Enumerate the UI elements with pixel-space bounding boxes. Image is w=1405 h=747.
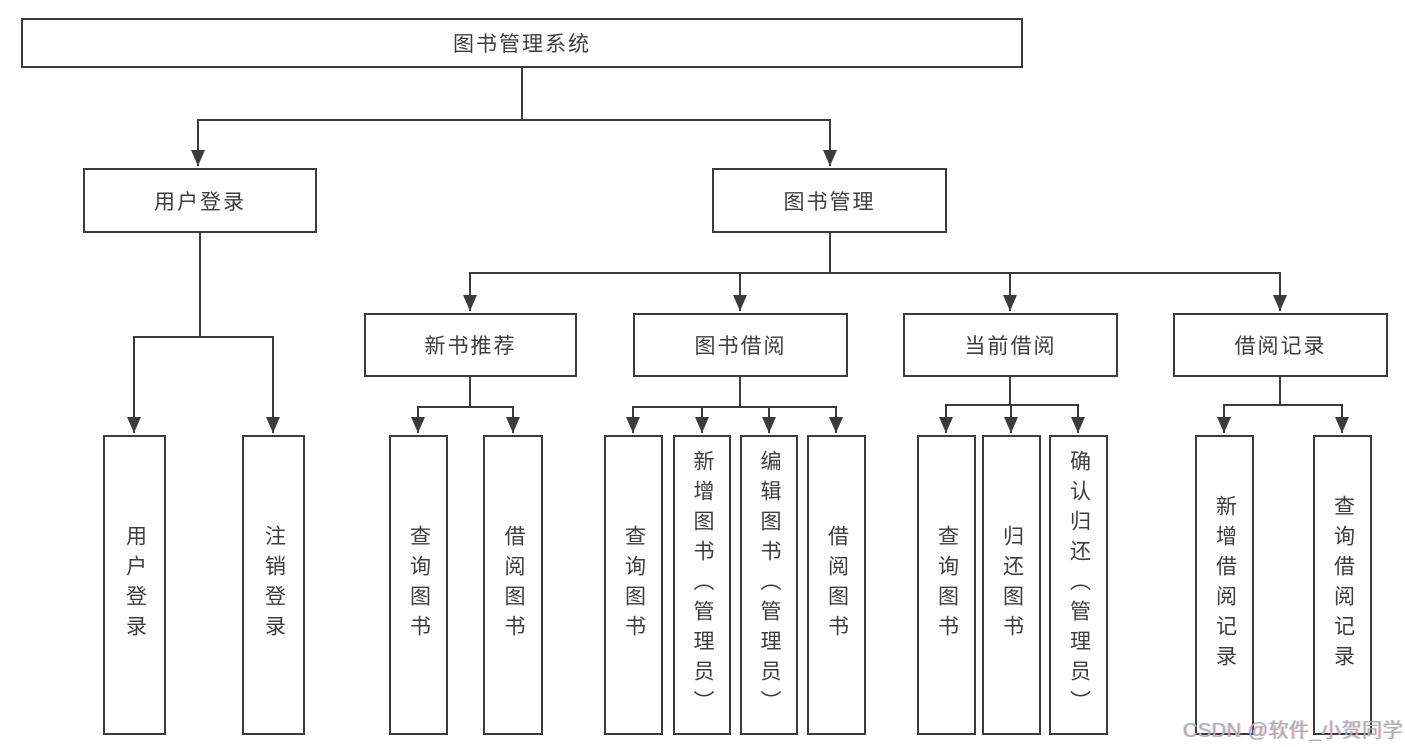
leaf-borrow-books-label: 借阅图书 [825, 525, 849, 645]
leaf-edit-book-admin: 编辑图书（管理员） [740, 435, 798, 735]
leaf-confirm-return-admin-label: 确认归还（管理员） [1067, 450, 1091, 720]
leaf-edit-book-admin-label: 编辑图书（管理员） [758, 450, 782, 720]
leaf-query-books-recommend: 查询图书 [389, 435, 448, 735]
leaf-add-book-admin: 新增图书（管理员） [673, 435, 731, 735]
node-library-management-system: 图书管理系统 [21, 18, 1023, 68]
leaf-confirm-return-admin: 确认归还（管理员） [1049, 435, 1108, 735]
node-user-login: 用户登录 [83, 168, 317, 233]
leaf-query-books-recommend-label: 查询图书 [407, 525, 431, 645]
leaf-add-book-admin-label: 新增图书（管理员） [691, 450, 715, 720]
leaf-borrow-books-recommend: 借阅图书 [483, 435, 543, 735]
leaf-add-borrow-record-label: 新增借阅记录 [1213, 495, 1237, 675]
node-current-borrowing: 当前借阅 [903, 313, 1118, 377]
node-book-management: 图书管理 [712, 168, 947, 233]
node-new-book-recommendation: 新书推荐 [364, 313, 577, 377]
leaf-logout-label: 注销登录 [262, 525, 286, 645]
leaf-query-books-borrow: 查询图书 [604, 435, 663, 735]
leaf-borrow-books: 借阅图书 [807, 435, 866, 735]
node-book-borrowing: 图书借阅 [633, 313, 848, 377]
leaf-user-login: 用户登录 [103, 435, 166, 735]
leaf-query-books-current-label: 查询图书 [935, 525, 959, 645]
leaf-logout: 注销登录 [242, 435, 305, 735]
leaf-query-borrow-record-label: 查询借阅记录 [1331, 495, 1355, 675]
node-borrowing-records: 借阅记录 [1173, 313, 1388, 377]
leaf-query-books-current: 查询图书 [917, 435, 976, 735]
leaf-add-borrow-record: 新增借阅记录 [1195, 435, 1254, 735]
leaf-query-borrow-record: 查询借阅记录 [1313, 435, 1372, 735]
csdn-watermark: CSDN @软件_小贺同学 [1183, 720, 1404, 742]
leaf-query-books-borrow-label: 查询图书 [622, 525, 646, 645]
leaf-return-book: 归还图书 [982, 435, 1041, 735]
leaf-user-login-label: 用户登录 [123, 525, 147, 645]
leaf-borrow-books-recommend-label: 借阅图书 [502, 525, 526, 645]
leaf-return-book-label: 归还图书 [1000, 525, 1024, 645]
